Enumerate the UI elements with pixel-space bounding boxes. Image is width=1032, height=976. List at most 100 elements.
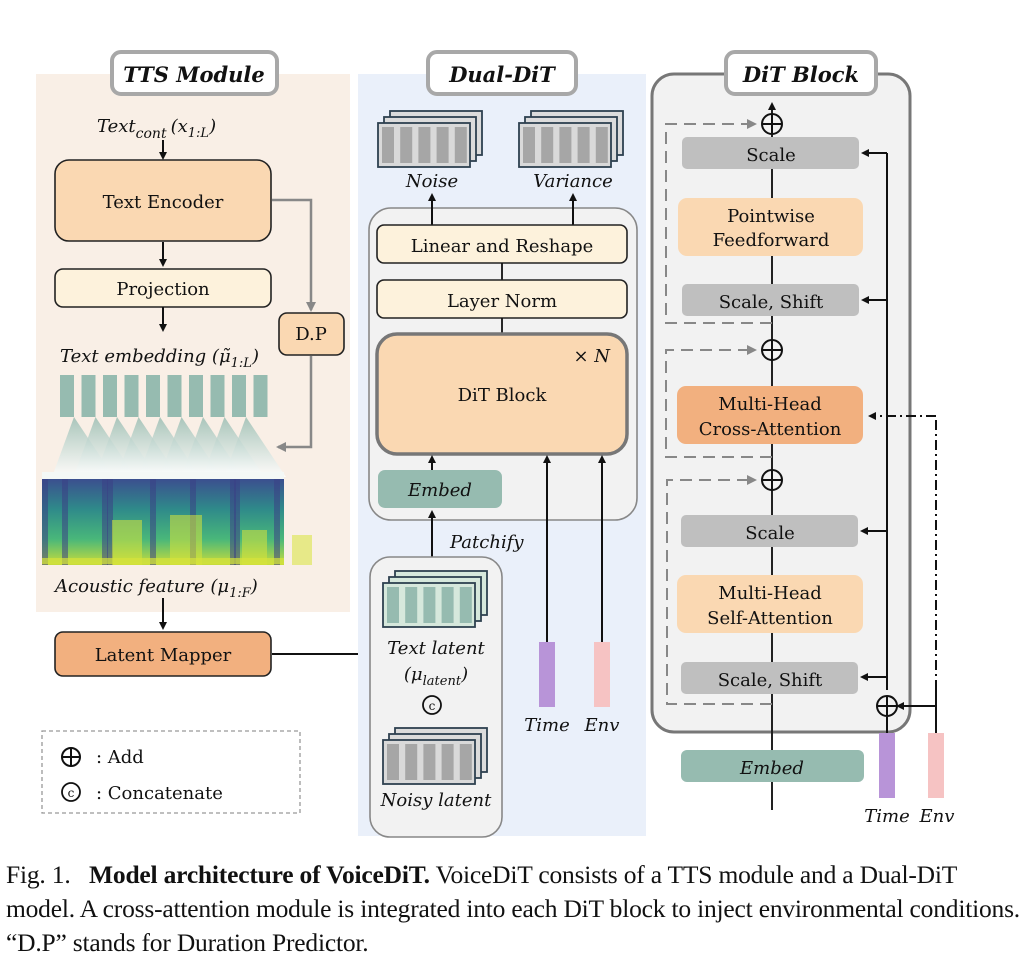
dit-block-panel: DiT Block Scale Pointwise Feedforward Sc… [650, 50, 955, 827]
tensor-slice [577, 127, 590, 163]
embed-box [378, 470, 502, 508]
add-icon [876, 695, 898, 717]
noise-output-icon [377, 110, 483, 168]
svg-text:Cross-Attention: Cross-Attention [699, 419, 842, 440]
dual-dit-panel: Dual-DiT Noise Variance Linear and Resha… [358, 50, 646, 838]
linear-reshape-label: Linear and Reshape [411, 236, 594, 257]
tensor-slice [405, 587, 418, 623]
repeat-n-label: × N [573, 346, 611, 367]
scale-shift-box-top [682, 284, 859, 316]
time-label: Time [524, 715, 569, 736]
alignment-fan [224, 417, 286, 477]
add-icon [761, 339, 783, 361]
tensor-slice [400, 127, 413, 163]
embedding-token [81, 375, 96, 417]
text-input-label: Textcont(x1:L) [97, 116, 216, 142]
encoder-to-dp-arrow [272, 198, 316, 312]
tts-module-title: TTS Module [123, 62, 265, 87]
dit-block-title: DiT Block [742, 62, 859, 87]
latent-mapper-label: Latent Mapper [95, 645, 232, 666]
svg-text:Multi-Head: Multi-Head [718, 583, 821, 604]
text-embedding-tokens [42, 375, 286, 480]
tts-module-title-box [110, 50, 279, 96]
svg-text:c: c [429, 699, 436, 713]
patchify-label: Patchify [449, 532, 524, 553]
tensor-slice [382, 127, 394, 163]
embedding-token [210, 375, 225, 417]
self-attention-box [677, 575, 863, 633]
noisy-latent-icon [382, 727, 488, 785]
svg-text:Embed: Embed [739, 758, 804, 779]
env-condition-bar [594, 642, 610, 707]
caption-fig-label: Fig. 1. [6, 860, 71, 889]
add-icon [761, 113, 783, 135]
tensor-slice [441, 587, 454, 623]
text-embedding-label: Text embedding (μ̃1:L) [60, 346, 259, 371]
svg-text:Self-Attention: Self-Attention [707, 608, 833, 629]
latent-mapper-box [54, 631, 272, 677]
dit-block-title-box [724, 50, 878, 96]
figure-caption: Fig. 1. Model architecture of VoiceDiT. … [6, 858, 1026, 960]
cross-attention-box [677, 386, 863, 444]
pointwise-feedforward-box [678, 198, 863, 256]
skip-connection-self-attention [666, 475, 772, 705]
duration-predictor-box [278, 312, 345, 356]
legend: : Add c : Concatenate [41, 730, 301, 814]
legend-item-add: : Add [61, 747, 144, 768]
text-encoder-box [54, 159, 272, 242]
concatenate-icon: c [422, 695, 442, 715]
acoustic-feature-spectrogram [42, 479, 312, 565]
noise-output-label: Noise [405, 171, 458, 192]
embedding-token [253, 375, 268, 417]
svg-text:Scale, Shift: Scale, Shift [719, 292, 824, 313]
tensor-slice [423, 587, 436, 623]
add-icon [761, 469, 783, 491]
embed-label: Embed [407, 480, 472, 501]
legend-item-concatenate: c : Concatenate [61, 782, 223, 804]
dit-block-label: DiT Block [458, 385, 548, 406]
tts-module-panel: TTS Module Textcont(x1:L) Text Encoder P… [36, 50, 350, 612]
tensor-slice [387, 744, 399, 780]
dit-time-bar [879, 733, 895, 798]
scale-box-top [682, 137, 859, 169]
dit-env-label: Env [919, 806, 955, 827]
svg-text:Scale, Shift: Scale, Shift [718, 670, 823, 691]
architecture-diagram: TTS Module Textcont(x1:L) Text Encoder P… [36, 50, 955, 838]
svg-text:: Add: : Add [96, 747, 144, 768]
skip-connection-ffn [665, 119, 772, 324]
embedding-token [146, 375, 160, 417]
dit-block-box [375, 332, 629, 456]
tensor-slice [541, 127, 554, 163]
tensor-slice [559, 127, 572, 163]
embedding-token [124, 375, 139, 417]
svg-text:Pointwise: Pointwise [727, 206, 815, 227]
scale-shift-box-bottom [681, 662, 858, 694]
svg-text:Feedforward: Feedforward [713, 230, 830, 251]
concatenate-icon [61, 782, 81, 802]
tensor-slice [405, 744, 418, 780]
svg-text:Multi-Head: Multi-Head [718, 394, 821, 415]
svg-text:Scale: Scale [745, 523, 795, 544]
dp-to-alignment-arrow [276, 356, 313, 452]
duration-predictor-label: D.P [295, 324, 327, 345]
tensor-slice [459, 744, 472, 780]
tensor-slice [454, 127, 467, 163]
skip-connection-cross-attention [665, 345, 772, 458]
dit-time-label: Time [864, 806, 909, 827]
svg-text:Scale: Scale [746, 145, 796, 166]
embedding-token [167, 375, 182, 417]
dit-env-bar [928, 733, 944, 798]
variance-output-icon [518, 110, 624, 168]
tensor-slice [523, 127, 535, 163]
caption-body: VoiceDiT consists of a TTS module and a … [6, 860, 1020, 957]
tensor-slice [441, 744, 454, 780]
embedding-token [232, 375, 246, 417]
noisy-latent-label: Noisy latent [380, 790, 492, 811]
projection-label: Projection [116, 279, 210, 300]
embedding-token [189, 375, 203, 417]
dual-dit-title-box [426, 50, 578, 96]
tensor-slice [595, 127, 608, 163]
tensor-slice [436, 127, 449, 163]
scale-box-bottom [681, 515, 858, 547]
text-encoder-label: Text Encoder [103, 192, 224, 213]
